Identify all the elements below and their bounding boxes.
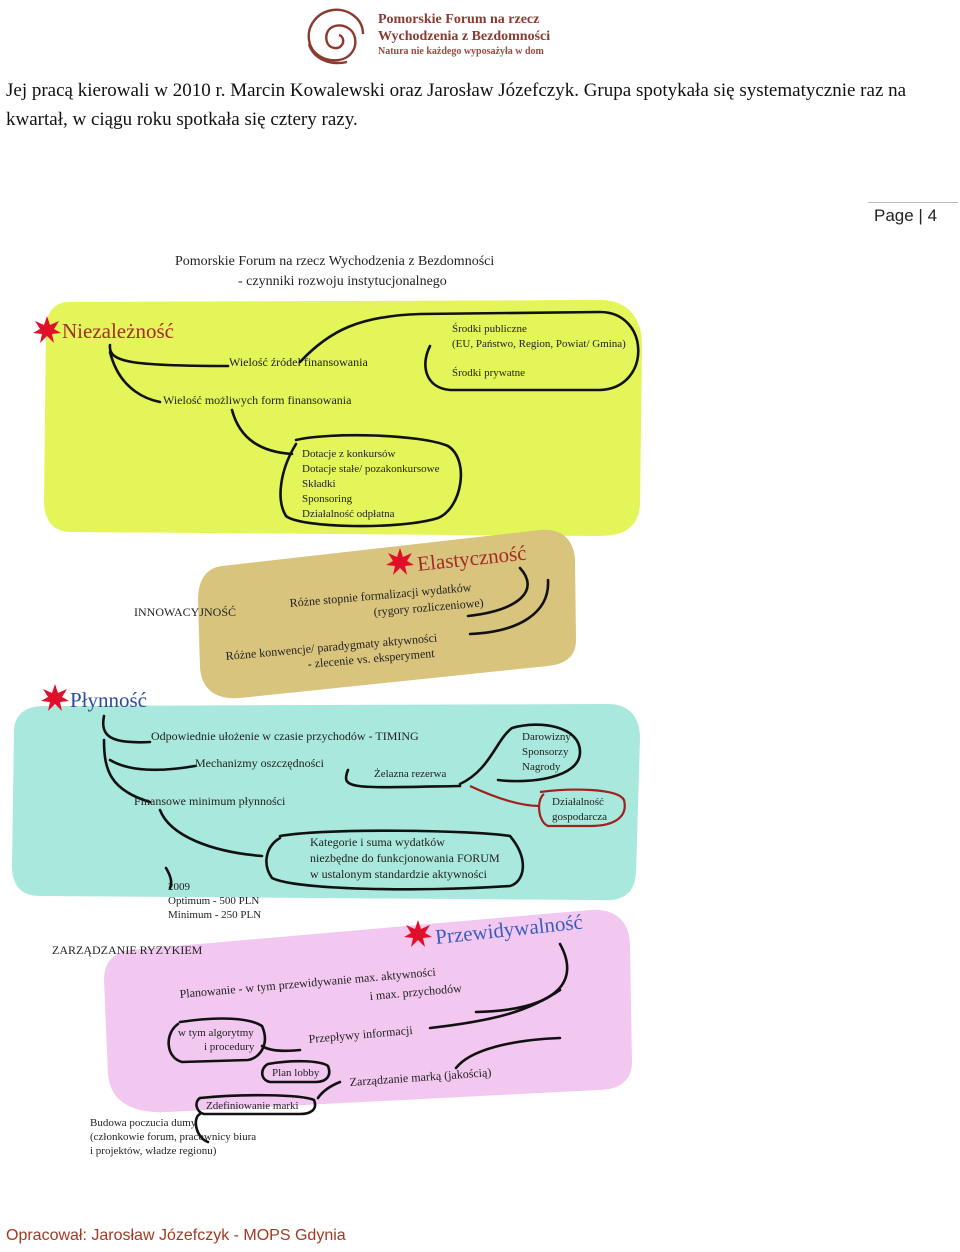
page-number: Page | 4 bbox=[874, 206, 938, 225]
bracket-lobby bbox=[260, 1059, 331, 1084]
diagram-title-line-2: - czynniki rozwoju instytucjonalnego bbox=[238, 274, 447, 289]
connector-budowa bbox=[194, 1112, 210, 1144]
bracket-rezerwa bbox=[344, 768, 462, 789]
darowizny-item: Sponsorzy bbox=[522, 746, 569, 758]
budzet-item: 2009 bbox=[168, 881, 191, 893]
bracket-zdefiniowanie bbox=[195, 1093, 317, 1116]
bracket-kategorie bbox=[265, 829, 525, 891]
label-formy: Wielość możliwych form finansowania bbox=[163, 393, 352, 407]
label-minimum: Finansowe minimum płynności bbox=[134, 794, 286, 808]
dzialalnosc-item: Działalność bbox=[552, 796, 604, 808]
bracket-dzialalnosc bbox=[538, 788, 626, 828]
connector-kategorie bbox=[158, 808, 264, 858]
budowa-list: Budowa poczucia dumy (członkowie forum, p… bbox=[90, 1117, 256, 1157]
label-publiczne-1: Środki publiczne bbox=[452, 323, 527, 335]
connector-formy bbox=[108, 350, 162, 404]
kategorie-item: niezbędne do funkcjonowania FORUM bbox=[310, 851, 500, 865]
forms-list-item: Dotacje z konkursów bbox=[302, 448, 396, 460]
niezaleznosc-heading: Niezależność bbox=[62, 319, 174, 343]
logo-line-1: Pomorskie Forum na rzecz bbox=[378, 12, 540, 27]
budowa-item: (członkowie forum, pracownicy biura bbox=[90, 1131, 256, 1143]
connector-zrodla bbox=[108, 343, 230, 368]
dzialalnosc-list: Działalność gospodarcza bbox=[552, 796, 607, 823]
elastycznosc-star-icon bbox=[386, 548, 414, 575]
connector-dzialalnosc bbox=[469, 785, 541, 808]
label-oszczednosci: Mechanizmy oszczędności bbox=[195, 756, 325, 770]
forms-list-item: Działalność odpłatna bbox=[302, 508, 395, 520]
darowizny-item: Darowizny bbox=[522, 731, 571, 743]
bracket-darowizny bbox=[458, 723, 582, 786]
label-zdefiniowanie: Zdefiniowanie marki bbox=[206, 1100, 299, 1112]
kategorie-list: Kategorie i suma wydatków niezbędne do fu… bbox=[310, 835, 500, 881]
label-publiczne-2: (EU, Państwo, Region, Powiat/ Gmina) bbox=[452, 338, 626, 350]
dzialalnosc-item: gospodarcza bbox=[552, 811, 607, 823]
label-prywatne: Środki prywatne bbox=[452, 367, 525, 379]
page-number-rule bbox=[868, 202, 958, 203]
budowa-item: Budowa poczucia dumy bbox=[90, 1117, 197, 1129]
plynnosc-blob bbox=[12, 704, 640, 901]
connector-oszczednosci bbox=[108, 758, 197, 772]
intro-paragraph: Jej pracą kierowali w 2010 r. Marcin Kow… bbox=[6, 80, 907, 130]
connector-minimum bbox=[102, 738, 152, 804]
connector-przeplywy bbox=[260, 1044, 302, 1053]
forms-list-item: Składki bbox=[302, 478, 336, 490]
forms-list-item: Dotacje stałe/ pozakonkursowe bbox=[302, 463, 440, 475]
connector-marka bbox=[316, 1080, 342, 1100]
connector-stopnie bbox=[466, 566, 529, 618]
niezaleznosc-star-icon bbox=[33, 316, 61, 343]
label-algorytmy-1: w tym algorytmy bbox=[178, 1027, 254, 1039]
plynnosc-heading: Płynność bbox=[70, 688, 147, 712]
label-lobby: Plan lobby bbox=[272, 1067, 320, 1079]
bracket-srodki bbox=[298, 310, 640, 392]
zarzadzanie-ryzykiem-label: ZARZĄDZANIE RYZYKIEM bbox=[52, 943, 203, 957]
forum-logo bbox=[303, 4, 603, 68]
label-timing: Odpowiednie ułożenie w czasie przychodów… bbox=[151, 729, 419, 743]
przewidywalnosc-star-icon bbox=[404, 920, 432, 947]
bracket-forms-list bbox=[279, 433, 463, 528]
budowa-item: i projektów, władze regionu) bbox=[90, 1145, 217, 1157]
connector-przeplywy-right bbox=[428, 988, 562, 1030]
institutional-development-diagram: Pomorskie Forum na rzecz Wychodzenia z B… bbox=[12, 254, 642, 1157]
connector-forms-list bbox=[230, 408, 294, 456]
diagram-title-line-1: Pomorskie Forum na rzecz Wychodzenia z B… bbox=[175, 254, 494, 269]
label-rezerwa: Żelazna rezerwa bbox=[374, 768, 446, 780]
label-algorytmy-2: i procedury bbox=[204, 1041, 255, 1053]
darowizny-item: Nagrody bbox=[522, 761, 561, 773]
connector-konwencje bbox=[468, 578, 550, 636]
innowacyjnosc-label: INNOWACYJNOŚĆ bbox=[134, 605, 236, 619]
footer-author: Opracował: Jarosław Józefczyk - MOPS Gdy… bbox=[6, 1227, 346, 1244]
kategorie-item: Kategorie i suma wydatków bbox=[310, 835, 445, 849]
kategorie-item: w ustalonym standardzie aktywności bbox=[310, 867, 488, 881]
connector-marka-right bbox=[454, 1036, 562, 1070]
connector-budzet bbox=[164, 866, 173, 890]
plynnosc-star-icon bbox=[41, 684, 69, 711]
forms-list-item: Sponsoring bbox=[302, 493, 353, 505]
elastycznosc-blob bbox=[198, 529, 576, 699]
budzet-item: Optimum - 500 PLN bbox=[168, 895, 259, 907]
logo-tagline: Natura nie każdego wyposażyła w dom bbox=[378, 46, 544, 57]
logo-line-2: Wychodzenia z Bezdomności bbox=[378, 29, 551, 44]
budzet-item: Minimum - 250 PLN bbox=[168, 909, 261, 921]
niezaleznosc-blob bbox=[44, 300, 642, 536]
snail-shell-icon bbox=[307, 8, 365, 65]
connector-timing bbox=[101, 714, 152, 744]
